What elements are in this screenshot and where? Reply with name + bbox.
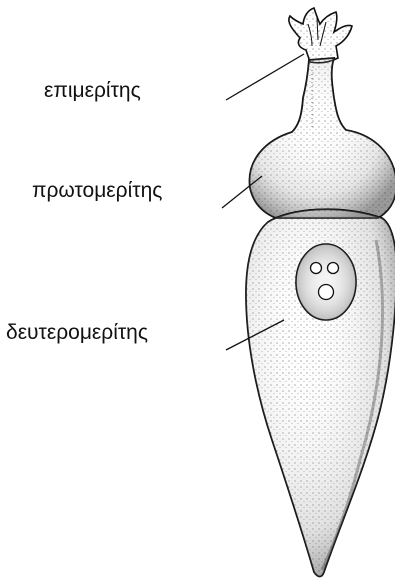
label-epimerite: επιμερίτης <box>44 80 141 101</box>
nucleolus <box>311 263 322 274</box>
nucleolus <box>328 263 339 274</box>
epimerite-shape <box>289 8 352 63</box>
label-deutomerite: δευτερομερίτης <box>6 322 148 343</box>
leader-line-epimerite <box>226 54 304 100</box>
nucleus <box>296 244 356 320</box>
label-protomerite: πρωτομερίτης <box>32 180 162 201</box>
protomerite-shape <box>249 58 395 218</box>
nucleolus <box>319 285 334 300</box>
